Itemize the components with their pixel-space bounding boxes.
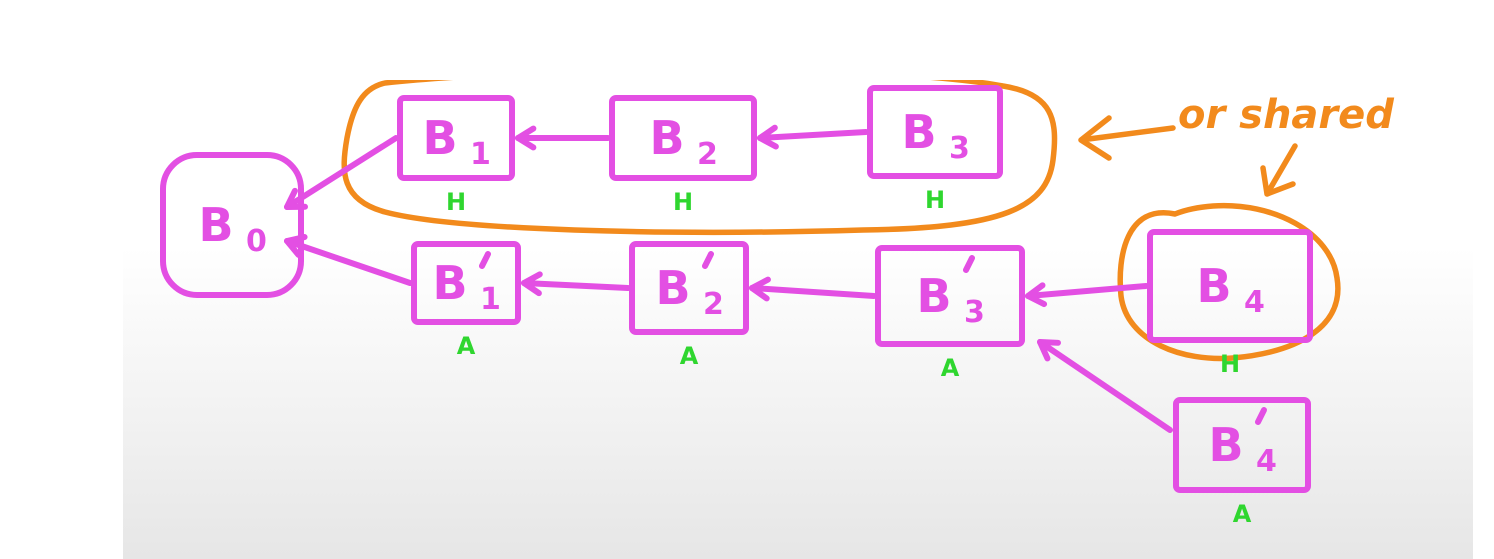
arrowhead-icon	[521, 271, 543, 297]
block-letter: B	[655, 261, 690, 315]
block-subscript: 2	[697, 137, 718, 172]
link-line	[521, 280, 631, 291]
block-box	[1173, 397, 1311, 493]
block-tag: A	[941, 354, 960, 382]
arrowhead-icon	[1037, 339, 1061, 362]
block-box	[867, 85, 1003, 179]
arrow-icon	[1078, 115, 1176, 161]
block-subscript: 3	[964, 295, 985, 330]
links	[284, 124, 1173, 433]
block-tag: A	[680, 342, 699, 370]
block-subscript: 3	[949, 131, 970, 166]
link-line	[284, 238, 413, 286]
block-letter: B	[901, 105, 936, 159]
link-line	[284, 135, 399, 210]
block-subscript: 0	[246, 224, 267, 259]
block-subscript: 2	[703, 287, 724, 322]
block-tag: H	[446, 188, 466, 216]
block-box	[609, 95, 757, 181]
block-box	[875, 245, 1025, 347]
prime-mark	[963, 255, 975, 273]
block-tag: H	[925, 186, 945, 214]
prime-mark	[479, 251, 491, 269]
arrow-icon	[1260, 143, 1298, 197]
block-tag: H	[1220, 350, 1240, 378]
block-letter: B	[649, 111, 684, 165]
block-subscript: 1	[480, 282, 501, 317]
block-letter: B	[422, 111, 457, 165]
block-letter: B	[198, 198, 233, 252]
block-letter: B	[1196, 259, 1231, 313]
arrowhead-icon	[757, 124, 779, 150]
block-tag: H	[673, 188, 693, 216]
link-line	[757, 129, 869, 141]
arrowhead-icon	[1025, 282, 1048, 308]
block-letter: B	[916, 269, 951, 323]
arrowhead-icon	[515, 125, 537, 151]
annotation-text: or shared	[1178, 92, 1394, 138]
orange-group-outline	[341, 80, 1058, 235]
prime-mark	[1255, 407, 1267, 425]
arrowhead-icon	[749, 276, 771, 302]
link-line	[1037, 339, 1173, 433]
block-letter: B	[1208, 418, 1243, 472]
block-box	[160, 152, 304, 298]
block-box	[411, 241, 521, 325]
block-subscript: 4	[1256, 444, 1277, 479]
link-line	[749, 285, 877, 299]
block-tag: A	[1233, 500, 1252, 528]
prime-mark	[702, 251, 714, 269]
link-line	[1025, 283, 1149, 299]
block-box	[629, 241, 749, 335]
block-box	[397, 95, 515, 181]
block-subscript: 4	[1244, 285, 1265, 320]
block-letter: B	[432, 256, 467, 310]
block-tag: A	[457, 332, 476, 360]
block-subscript: 1	[470, 137, 491, 172]
block-box	[1147, 229, 1313, 343]
